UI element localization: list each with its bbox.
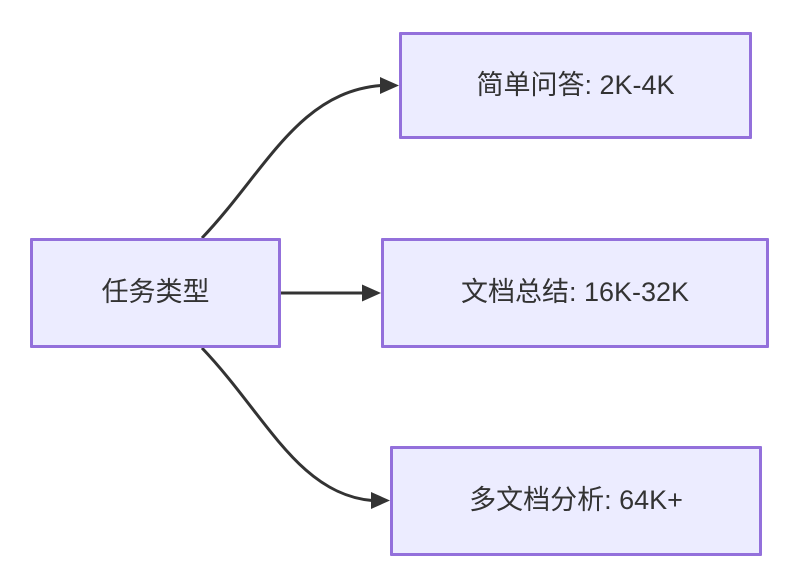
edge-task-type-to-simple-qa: [200, 84, 382, 240]
edge-task-type-to-multi-doc: [200, 346, 373, 502]
arrowhead-multi-doc-icon: [371, 492, 390, 509]
node-multi-doc: 多文档分析: 64K+: [390, 446, 762, 556]
node-multi-doc-label: 多文档分析: 64K+: [469, 485, 683, 516]
node-simple-qa-label: 简单问答: 2K-4K: [476, 69, 675, 100]
arrowhead-doc-summary-icon: [362, 284, 381, 302]
node-doc-summary: 文档总结: 16K-32K: [381, 238, 769, 348]
node-task-type-label: 任务类型: [101, 277, 210, 308]
node-simple-qa: 简单问答: 2K-4K: [399, 32, 752, 139]
arrowhead-simple-qa-icon: [380, 77, 399, 94]
node-task-type: 任务类型: [30, 238, 281, 348]
node-doc-summary-label: 文档总结: 16K-32K: [460, 277, 690, 308]
